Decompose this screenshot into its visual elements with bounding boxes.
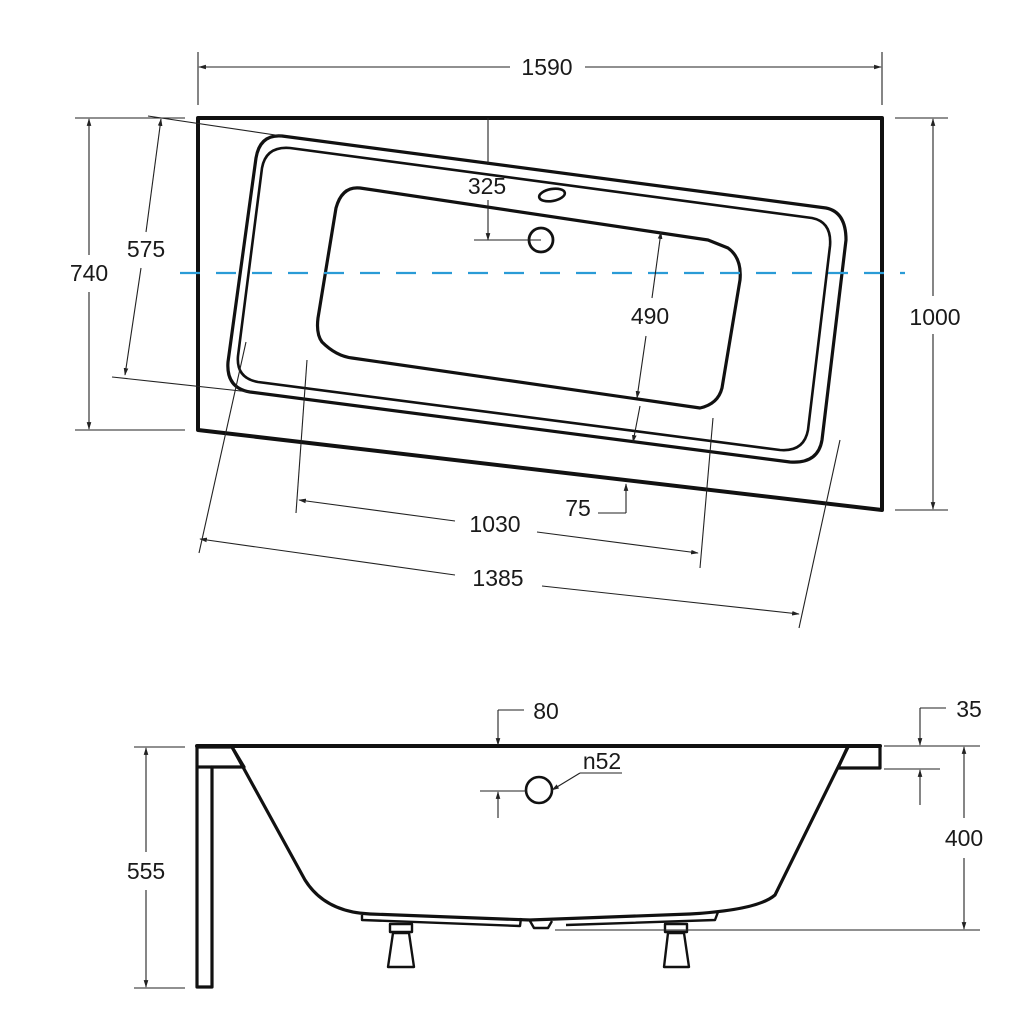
side-view: 80 n52 35 400 bbox=[127, 696, 983, 989]
dimension-total-height: 555 bbox=[127, 746, 185, 989]
end-panel-outline bbox=[195, 745, 246, 989]
dimension-inner-basin-length: 1030 bbox=[295, 359, 714, 569]
rim-outer-outline bbox=[226, 134, 848, 464]
base-plate-left bbox=[360, 915, 523, 928]
label-rim-thickness: 35 bbox=[956, 696, 982, 722]
dimension-drain-diameter: n52 bbox=[551, 748, 622, 791]
dimension-rim-offset: 75 bbox=[565, 483, 629, 521]
dimension-inner-depth: 400 bbox=[555, 745, 983, 931]
label-inner-depth: 400 bbox=[945, 825, 983, 851]
inner-basin-outline bbox=[315, 186, 742, 410]
label-rim-offset: 75 bbox=[565, 495, 591, 521]
label-inner-basin-length: 1030 bbox=[469, 511, 520, 537]
drain-icon-side bbox=[524, 775, 554, 805]
tub-body-outline bbox=[230, 746, 850, 922]
rim-inner-outline bbox=[236, 146, 832, 452]
label-total-height: 555 bbox=[127, 858, 165, 884]
label-overflow-offset: 80 bbox=[533, 698, 559, 724]
foot-right bbox=[662, 922, 691, 969]
label-outer-length: 1385 bbox=[472, 565, 523, 591]
base-plate-center bbox=[528, 920, 554, 930]
label-inner-basin-width: 490 bbox=[631, 303, 669, 329]
overflow-icon bbox=[537, 187, 567, 203]
dimension-overflow-offset: 80 bbox=[480, 698, 559, 818]
foot-left bbox=[386, 922, 416, 969]
base-plate-right bbox=[565, 911, 720, 927]
dimension-rim-thickness: 35 bbox=[884, 696, 982, 805]
label-left-end-width: 575 bbox=[127, 236, 165, 262]
dimension-drain-offset: 325 bbox=[468, 118, 541, 241]
apron-outline bbox=[196, 116, 884, 512]
dimension-left-depth: 740 bbox=[70, 117, 185, 431]
label-left-depth: 740 bbox=[70, 260, 108, 286]
dimension-left-end-width: 575 bbox=[111, 115, 283, 393]
label-right-depth: 1000 bbox=[909, 304, 960, 330]
label-drain-offset: 325 bbox=[468, 173, 506, 199]
label-drain-diameter: n52 bbox=[583, 748, 621, 774]
dimension-right-depth: 1000 bbox=[895, 117, 961, 511]
label-overall-width: 1590 bbox=[521, 54, 572, 80]
dimension-inner-basin-width: 490 bbox=[631, 231, 669, 443]
dimension-overall-width: 1590 bbox=[197, 52, 883, 105]
top-view: 1590 325 740 bbox=[70, 52, 961, 629]
dimension-outer-length: 1385 bbox=[198, 341, 841, 629]
